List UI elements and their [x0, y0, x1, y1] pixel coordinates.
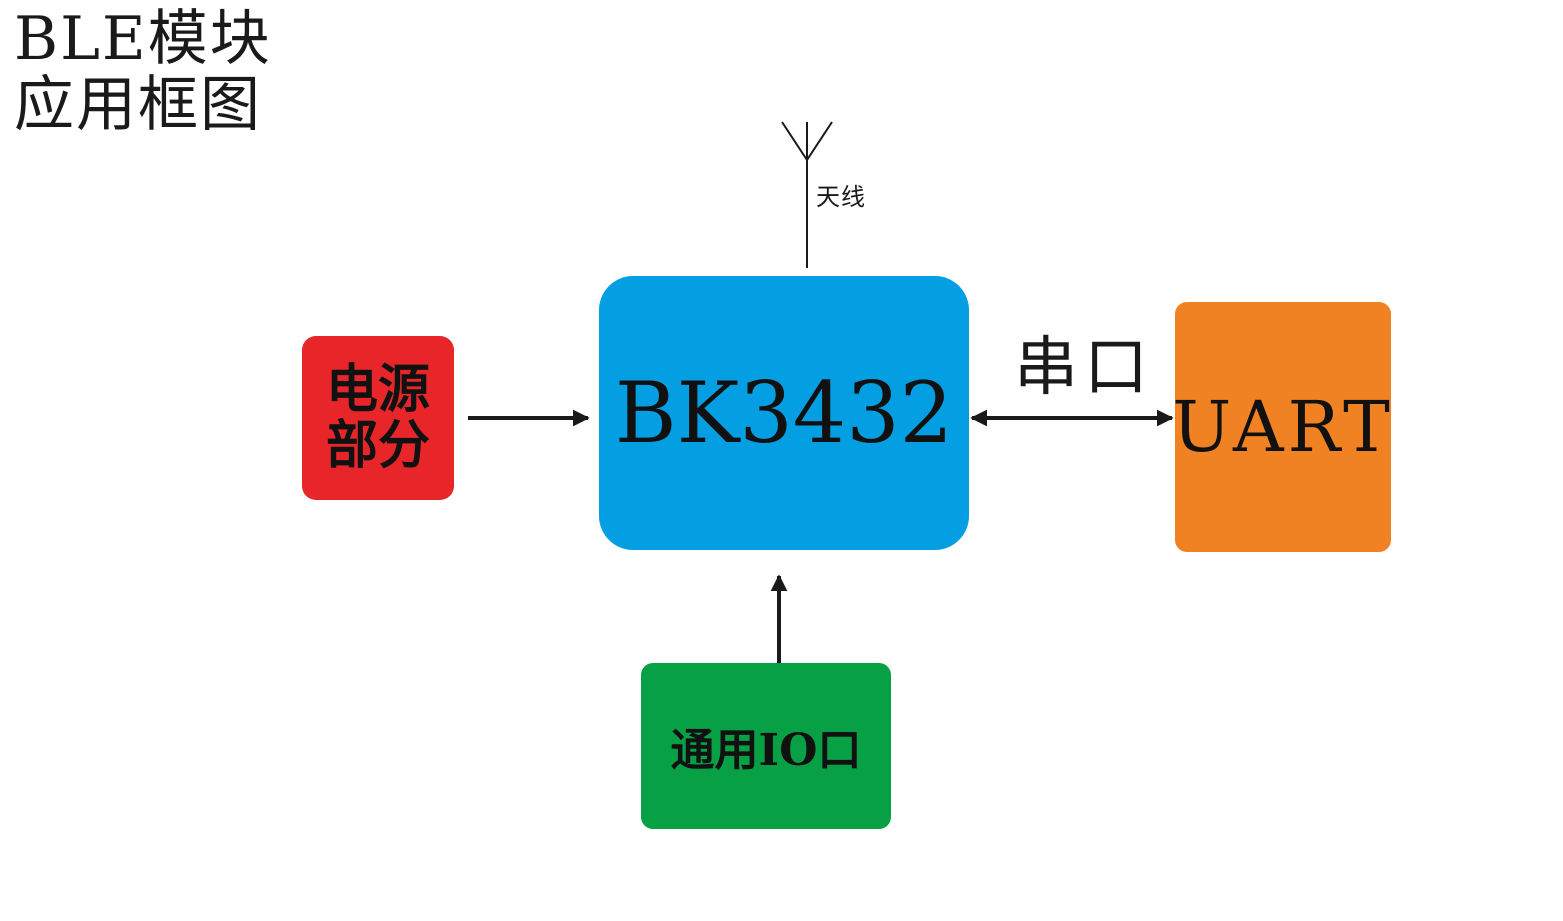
chip-block: BK3432 — [599, 276, 969, 550]
diagram-title: BLE模块 应用框图 — [14, 6, 272, 138]
uart-block: UART — [1172, 302, 1394, 552]
antenna-icon — [781, 121, 833, 268]
antenna-label: 天线 — [816, 183, 866, 211]
chip-block-label: BK3432 — [614, 364, 954, 462]
title-line-1: BLE模块 — [14, 4, 272, 74]
gpio-block-label: 通用IO口 — [670, 725, 862, 776]
power-block-label: 电源部分 — [325, 359, 430, 476]
power-block: 电源部分 — [302, 336, 454, 500]
title-line-2: 应用框图 — [14, 70, 262, 140]
gpio-block: 通用IO口 — [641, 663, 891, 829]
serial-port-label: 串口 — [1014, 331, 1154, 405]
uart-block-label: UART — [1172, 386, 1394, 468]
